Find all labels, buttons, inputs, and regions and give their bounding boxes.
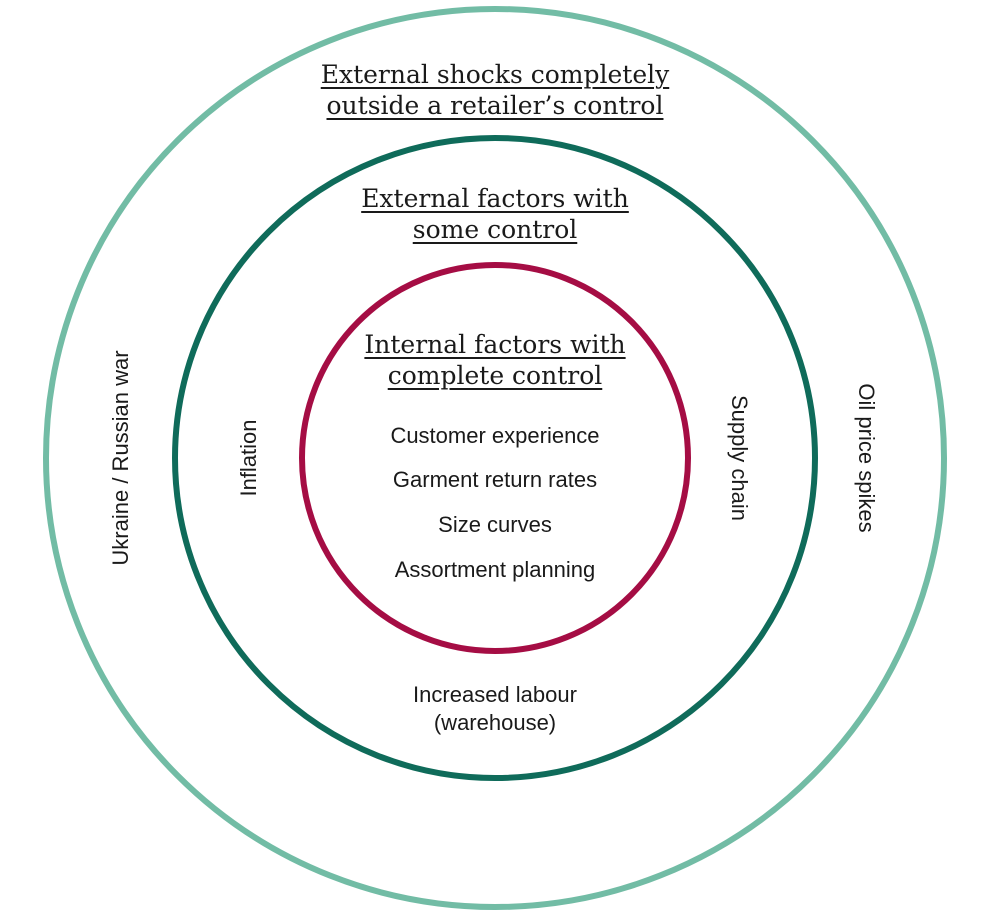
middle-bottom-line1: Increased labour — [413, 682, 577, 707]
middle-ring-title: External factors with some control — [295, 183, 695, 245]
middle-right-label: Supply chain — [727, 395, 752, 521]
inner-ring — [299, 262, 691, 654]
inner-title-line1: Internal factors with — [364, 330, 626, 359]
inner-item: Size curves — [438, 512, 552, 537]
inner-title-line2: complete control — [387, 361, 603, 390]
inner-item: Customer experience — [390, 423, 600, 448]
outer-ring-title: External shocks completely outside a ret… — [255, 59, 735, 121]
outer-title-line1: External shocks completely — [320, 60, 670, 89]
middle-left-label: Inflation — [236, 419, 261, 497]
outer-right-label: Oil price spikes — [854, 383, 879, 533]
middle-title-line2: some control — [412, 215, 578, 244]
outer-title-line2: outside a retailer’s control — [326, 91, 664, 120]
outer-left-label: Ukraine / Russian war — [108, 350, 133, 566]
middle-ring — [172, 135, 818, 781]
middle-bottom-line2: (warehouse) — [433, 710, 557, 735]
outer-ring — [43, 6, 947, 910]
middle-bottom-label: Increased labour (warehouse) — [345, 681, 645, 737]
inner-item: Assortment planning — [394, 557, 596, 582]
inner-item: Garment return rates — [392, 467, 598, 492]
inner-ring-title: Internal factors with complete control — [295, 329, 695, 391]
middle-title-line1: External factors with — [361, 184, 629, 213]
